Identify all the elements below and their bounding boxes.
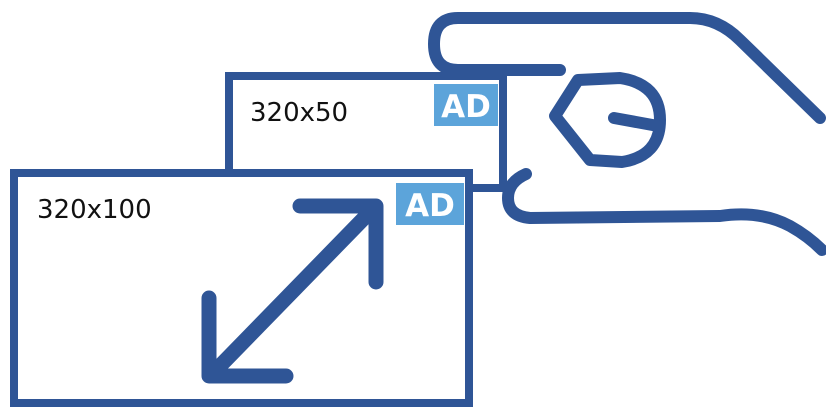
large-badge-text: AD [405, 188, 455, 224]
large-banner-frame [10, 169, 473, 407]
small-banner-size-label: 320x50 [250, 98, 348, 128]
hand-lower-outline [502, 168, 826, 256]
small-banner-ad-badge: AD [434, 84, 498, 126]
hand-icon [428, 12, 826, 256]
large-banner-ad-badge: AD [396, 183, 464, 225]
resize-arrow-head-bottom [201, 290, 294, 384]
small-banner: 320x50 AD [225, 72, 507, 192]
resize-arrow-icon [201, 198, 384, 384]
small-badge-background [434, 84, 498, 126]
small-badge-text: AD [441, 89, 491, 125]
large-badge-background [396, 183, 464, 225]
large-banner-size-label: 320x100 [37, 195, 152, 225]
hand-upper-outline [428, 12, 826, 124]
thumbnail-line [608, 112, 664, 132]
large-banner: 320x100 AD [10, 169, 473, 407]
resize-arrow-head-top [292, 198, 384, 290]
thumb-outline [549, 72, 666, 168]
resize-arrow-shaft [208, 204, 378, 378]
